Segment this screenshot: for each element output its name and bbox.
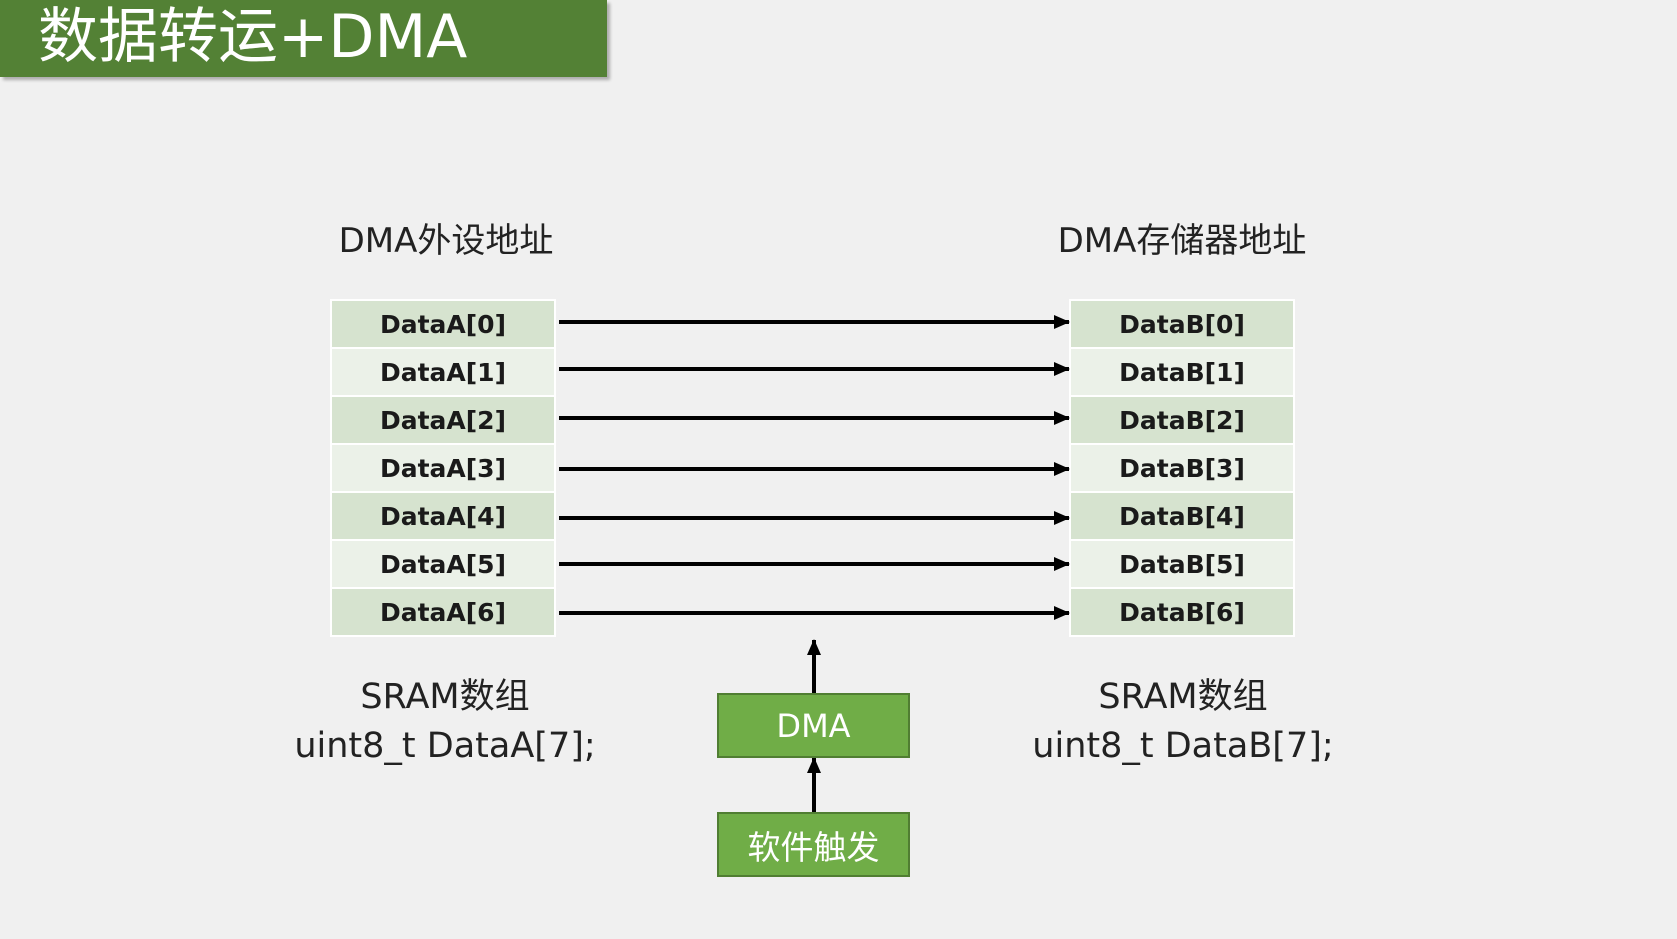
dataB-table: DataB[0] DataB[1] DataB[2] DataB[3] Data… [1069, 299, 1295, 637]
right-header: DMA存储器地址 [1057, 221, 1307, 261]
software-trigger-box: 软件触发 [717, 812, 910, 877]
dataB-cell: DataB[0] [1069, 301, 1295, 349]
right-caption-line2: uint8_t DataB[7]; [1032, 726, 1334, 766]
right-caption: SRAM数组 uint8_t DataB[7]; [1028, 673, 1338, 771]
left-caption: SRAM数组 uint8_t DataA[7]; [290, 673, 600, 771]
dataA-cell: DataA[0] [330, 301, 556, 349]
dataB-cell: DataB[1] [1069, 349, 1295, 397]
slide-title: 数据转运+DMA [38, 2, 468, 72]
dataA-cell: DataA[4] [330, 493, 556, 541]
dataB-cell: DataB[6] [1069, 589, 1295, 637]
left-caption-line1: SRAM数组 [360, 677, 530, 717]
dataB-cell: DataB[5] [1069, 541, 1295, 589]
dataB-cell: DataB[2] [1069, 397, 1295, 445]
dataB-cell: DataB[3] [1069, 445, 1295, 493]
dataA-table: DataA[0] DataA[1] DataA[2] DataA[3] Data… [330, 299, 556, 637]
title-bar: 数据转运+DMA [0, 0, 607, 77]
left-header: DMA外设地址 [338, 221, 554, 261]
dataA-cell: DataA[6] [330, 589, 556, 637]
transfer-arrows [559, 315, 1070, 620]
dma-box: DMA [717, 693, 910, 758]
right-caption-line1: SRAM数组 [1098, 677, 1268, 717]
left-caption-line2: uint8_t DataA[7]; [294, 726, 596, 766]
dataA-cell: DataA[5] [330, 541, 556, 589]
dataB-cell: DataB[4] [1069, 493, 1295, 541]
dataA-cell: DataA[3] [330, 445, 556, 493]
dataA-cell: DataA[2] [330, 397, 556, 445]
dataA-cell: DataA[1] [330, 349, 556, 397]
